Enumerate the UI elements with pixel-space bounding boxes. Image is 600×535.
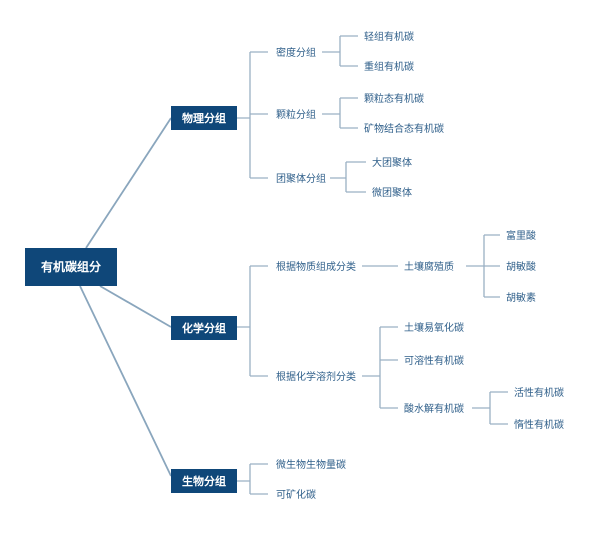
group-physical-label: 物理分组 — [182, 111, 226, 125]
group-physical-node[interactable]: 物理分组 — [171, 106, 237, 130]
node-labile-oc[interactable]: 活性有机碳 — [514, 386, 564, 399]
node-macro-aggregate[interactable]: 大团聚体 — [372, 156, 412, 169]
node-particulate-oc[interactable]: 颗粒态有机碳 — [364, 92, 424, 105]
edge-density-bracket — [322, 35, 358, 67]
edge-chemical-bracket — [237, 265, 268, 377]
edge-root-biological — [79, 285, 172, 477]
node-oxidizable-carbon[interactable]: 土壤易氧化碳 — [404, 321, 464, 334]
group-chemical-node[interactable]: 化学分组 — [171, 316, 237, 340]
group-biological-node[interactable]: 生物分组 — [171, 469, 237, 493]
edge-root-chemical — [99, 285, 172, 328]
node-humus[interactable]: 土壤腐殖质 — [404, 260, 454, 273]
node-composition[interactable]: 根据物质组成分类 — [276, 260, 356, 273]
edge-humus-bracket — [466, 234, 500, 298]
node-hydrolyzable-oc[interactable]: 酸水解有机碳 — [404, 402, 464, 415]
node-heavy-fraction[interactable]: 重组有机碳 — [364, 60, 414, 73]
node-humin[interactable]: 胡敏素 — [506, 291, 536, 304]
node-density[interactable]: 密度分组 — [276, 46, 316, 59]
edge-hydrolyzable-bracket — [472, 391, 508, 425]
root-node[interactable]: 有机碳组分 — [25, 248, 117, 286]
root-label: 有机碳组分 — [41, 259, 101, 274]
edge-particle-bracket — [322, 97, 358, 129]
edge-solvent-bracket — [362, 326, 398, 409]
node-recalcitrant-oc[interactable]: 惰性有机碳 — [514, 418, 564, 431]
edge-biological-bracket — [237, 463, 268, 495]
edge-root-physical — [85, 117, 172, 249]
group-chemical-label: 化学分组 — [182, 321, 226, 335]
node-solvent[interactable]: 根据化学溶剂分类 — [276, 370, 356, 383]
node-light-fraction[interactable]: 轻组有机碳 — [364, 30, 414, 43]
node-microbial-biomass-carbon[interactable]: 微生物生物量碳 — [276, 458, 346, 471]
edge-physical-bracket — [237, 51, 268, 179]
edge-aggregate-bracket — [330, 161, 366, 193]
node-fulvic-acid[interactable]: 富里酸 — [506, 229, 536, 242]
node-aggregate[interactable]: 团聚体分组 — [276, 172, 326, 185]
node-humic-acid[interactable]: 胡敏酸 — [506, 260, 536, 273]
node-soluble-oc[interactable]: 可溶性有机碳 — [404, 354, 464, 367]
node-particle[interactable]: 颗粒分组 — [276, 108, 316, 121]
node-mineralizable-carbon[interactable]: 可矿化碳 — [276, 488, 316, 501]
node-micro-aggregate[interactable]: 微团聚体 — [372, 186, 412, 199]
group-biological-label: 生物分组 — [182, 474, 226, 488]
node-mineral-associated-oc[interactable]: 矿物结合态有机碳 — [364, 122, 444, 135]
